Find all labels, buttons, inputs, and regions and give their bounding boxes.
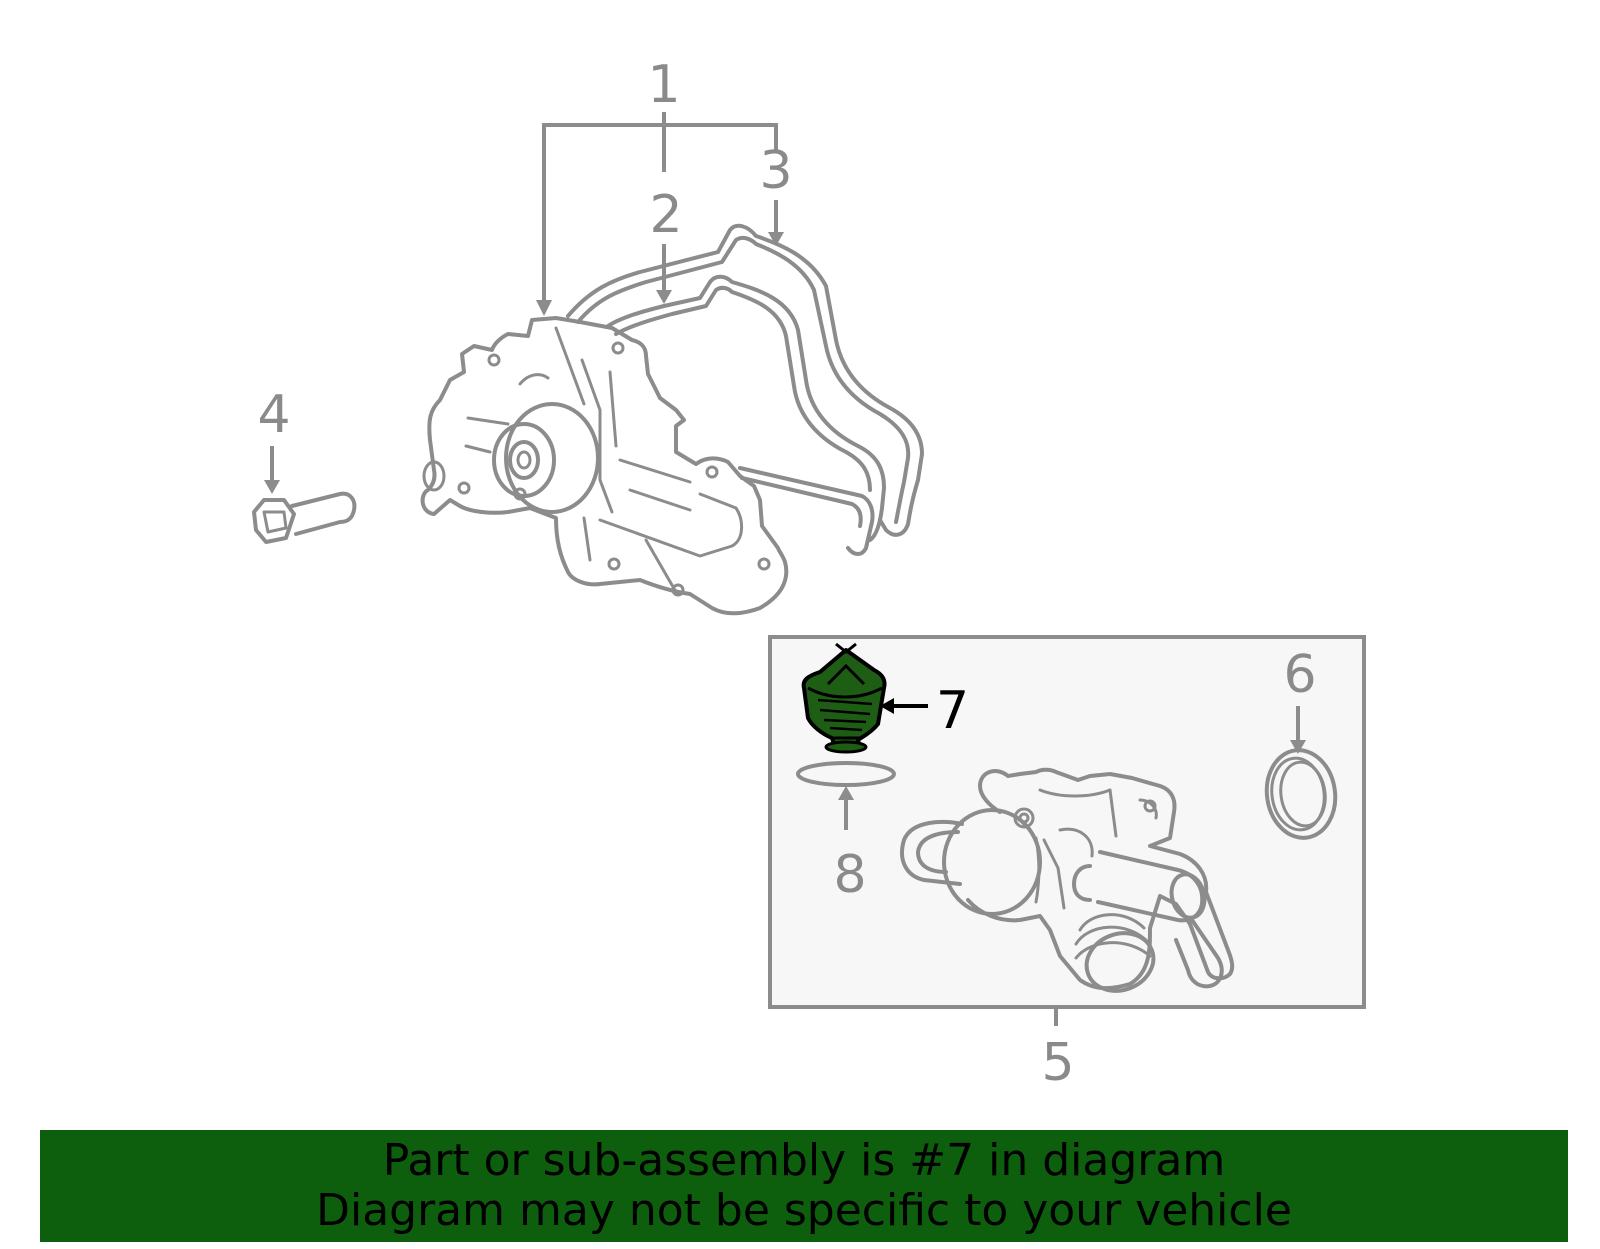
callout-2: 2 [649, 185, 683, 304]
callout-8: 8 [833, 786, 867, 905]
pump-gasket-inner [606, 274, 886, 556]
callout-label-5: 5 [1041, 1033, 1074, 1093]
callout-4: 4 [257, 385, 291, 494]
callout-label-2: 2 [649, 185, 682, 245]
o-ring [796, 761, 896, 787]
callout-1-bracket: 1 [536, 55, 778, 316]
callout-label-1: 1 [647, 55, 680, 115]
banner-line-1: Part or sub-assembly is #7 in diagram [382, 1135, 1226, 1186]
callout-3: 3 [759, 141, 793, 246]
callout-label-3: 3 [759, 141, 792, 201]
thermostat-highlighted [801, 642, 887, 754]
callout-label-4: 4 [257, 385, 290, 445]
callout-6: 6 [1283, 645, 1317, 754]
callout-label-7: 7 [936, 681, 969, 741]
banner-line-2: Diagram may not be specific to your vehi… [316, 1185, 1292, 1236]
callout-7: 7 [880, 681, 969, 741]
water-pump-body [420, 316, 789, 616]
info-banner: Part or sub-assembly is #7 in diagram Di… [40, 1130, 1568, 1242]
bolt [252, 491, 357, 544]
callout-label-8: 8 [833, 845, 866, 905]
callout-label-6: 6 [1283, 645, 1316, 705]
housing-seal [1264, 748, 1338, 840]
thermostat-housing [900, 767, 1235, 993]
pump-gasket-outer [566, 223, 924, 537]
